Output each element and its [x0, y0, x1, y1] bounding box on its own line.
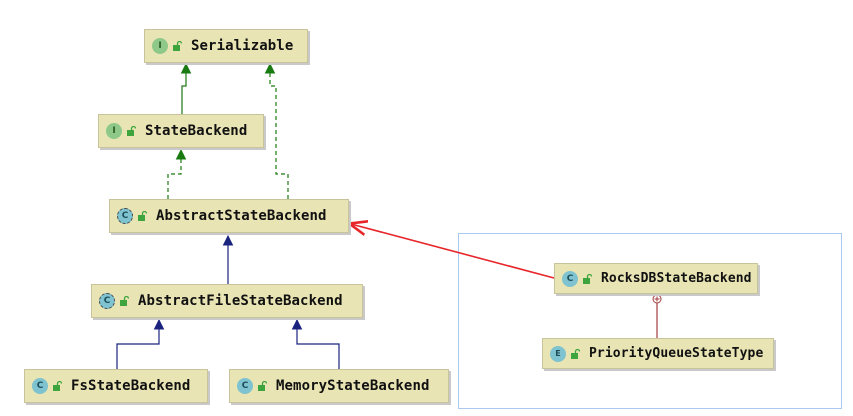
node-label: PriorityQueueStateType	[589, 346, 764, 361]
node-label: Serializable	[191, 38, 294, 54]
node-label: AbstractStateBackend	[156, 208, 327, 224]
edge-abstractstatebackend-statebackend	[167, 148, 187, 199]
node-label: MemoryStateBackend	[276, 378, 430, 394]
unlock-icon	[173, 41, 182, 51]
node-label: FsStateBackend	[71, 378, 191, 394]
interface-icon: I	[106, 123, 122, 139]
interface-icon: I	[152, 38, 168, 54]
node-abstract-state-backend[interactable]: C AbstractStateBackend	[109, 199, 349, 233]
class-icon: C	[32, 378, 48, 394]
unlock-icon	[258, 381, 267, 391]
unlock-icon	[583, 273, 592, 284]
selection-group-box[interactable]	[458, 233, 842, 409]
edge-memory-abstractfile	[291, 318, 340, 369]
unlock-icon	[127, 126, 136, 136]
node-serializable[interactable]: I Serializable	[144, 29, 308, 63]
edge-rocksdb-abstractstate	[351, 224, 555, 279]
node-rocksdb-state-backend[interactable]: C RocksDBStateBackend	[554, 263, 758, 294]
node-priority-queue-state-type[interactable]: E PriorityQueueStateType	[542, 338, 774, 369]
abstract-class-icon: C	[99, 293, 115, 309]
unlock-icon	[571, 348, 580, 359]
enum-icon: E	[550, 345, 566, 362]
edge-fs-abstractfile	[116, 318, 165, 369]
unlock-icon	[120, 296, 129, 306]
node-label: StateBackend	[145, 123, 248, 139]
node-label: RocksDBStateBackend	[601, 271, 752, 286]
node-fs-state-backend[interactable]: C FsStateBackend	[24, 369, 208, 403]
node-label: AbstractFileStateBackend	[138, 293, 343, 309]
edge-abstractstatebackend-serializable	[264, 62, 289, 199]
unlock-icon	[138, 211, 147, 221]
edge-statebackend-serializable	[180, 62, 192, 114]
unlock-icon	[53, 381, 62, 391]
node-state-backend[interactable]: I StateBackend	[98, 114, 264, 148]
node-memory-state-backend[interactable]: C MemoryStateBackend	[229, 369, 449, 403]
node-abstract-file-state-backend[interactable]: C AbstractFileStateBackend	[91, 284, 363, 318]
class-icon: C	[237, 378, 253, 394]
abstract-class-icon: C	[117, 208, 133, 224]
class-icon: C	[562, 270, 578, 287]
